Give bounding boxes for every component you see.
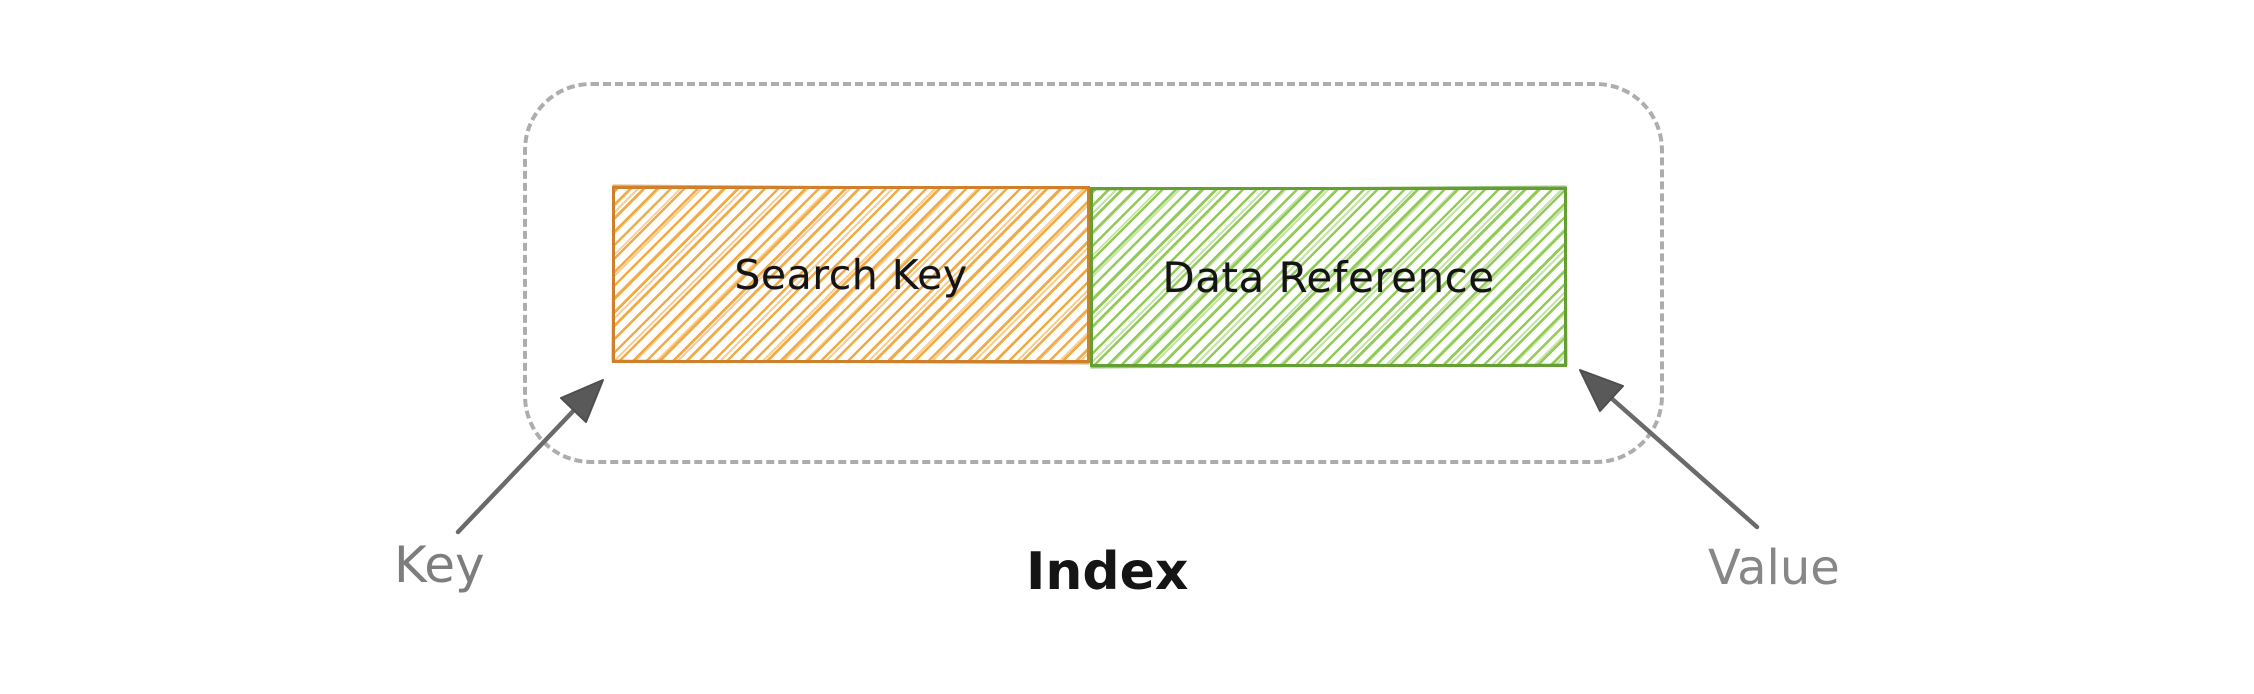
index-dashed-container: [523, 82, 1664, 464]
data-reference-box: Data Reference: [1090, 187, 1567, 367]
value-annotation-label: Value: [1708, 540, 1840, 596]
search-key-box-label: Search Key: [734, 250, 968, 299]
key-annotation-label: Key: [394, 536, 485, 594]
data-reference-box-label: Data Reference: [1162, 252, 1495, 302]
search-key-box: Search Key: [612, 186, 1090, 363]
index-caption-label: Index: [1026, 542, 1189, 602]
